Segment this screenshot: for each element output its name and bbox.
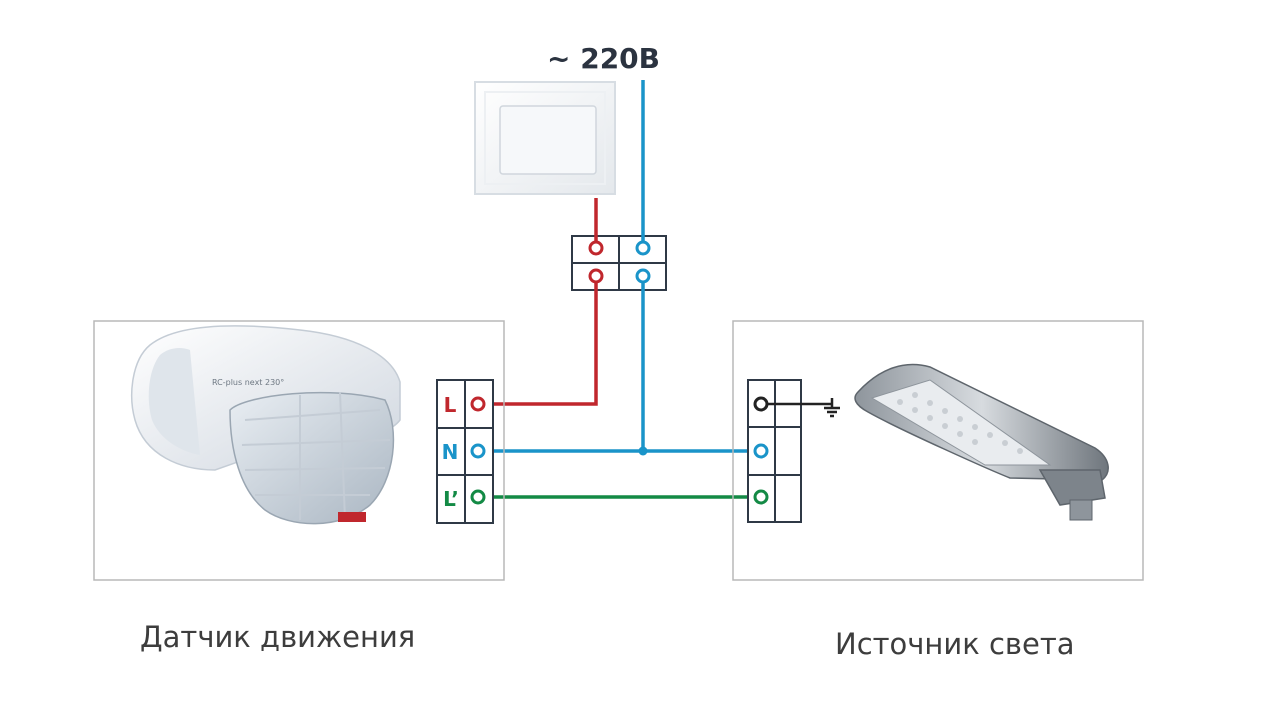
sensor-terminal-block: L N L’	[436, 379, 494, 524]
sensor-caption: Датчик движения	[140, 620, 416, 654]
junction-terminal-block	[571, 235, 667, 291]
wall-switch-icon	[474, 81, 616, 195]
terminal-label-l-prime: L’	[443, 487, 459, 511]
terminal-label-n: N	[442, 440, 459, 464]
svg-text:RC-plus next 230°: RC-plus next 230°	[212, 378, 284, 387]
terminal-label-l: L	[444, 393, 457, 417]
street-light-icon	[854, 363, 1109, 521]
ground-icon	[767, 398, 840, 418]
neutral-junction-dot	[638, 446, 648, 456]
supply-voltage-label: ~ 220В	[547, 42, 660, 75]
neutral-wire	[487, 80, 752, 453]
light-caption: Источник света	[835, 627, 1075, 661]
light-frame	[732, 320, 1144, 581]
phase-wire	[487, 198, 598, 406]
light-terminal-block	[747, 379, 802, 523]
switch-terminal-screws	[588, 240, 651, 284]
motion-sensor-icon: RC-plus next 230°	[131, 325, 401, 525]
sensor-frame	[93, 320, 505, 581]
